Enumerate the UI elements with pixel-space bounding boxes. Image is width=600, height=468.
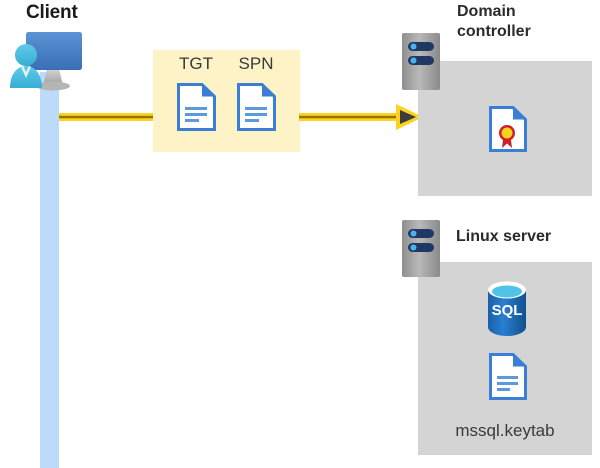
spn-document-icon: [237, 83, 276, 131]
domain-controller-title-line2: controller: [457, 23, 531, 40]
client-label: Client: [26, 2, 78, 23]
spn-label: SPN: [238, 54, 274, 73]
tgt-label: TGT: [179, 54, 213, 73]
arrow-right-icon: [396, 103, 424, 131]
certificate-document-icon: [489, 106, 527, 152]
flow-line-client-segment: [59, 113, 154, 121]
client-lifeline: [40, 72, 59, 468]
user-monitor-icon: [8, 28, 92, 96]
sql-database-icon: SQL: [485, 281, 529, 336]
flow-line-dc-segment: [299, 113, 403, 121]
server-rack-icon: [402, 220, 440, 277]
sql-database-label: SQL: [492, 302, 523, 319]
keytab-filename-label: mssql.keytab: [455, 421, 555, 440]
linux-server-title: Linux server: [456, 228, 552, 245]
domain-controller-title-line1: Domain: [457, 3, 516, 20]
tgt-document-icon: [177, 83, 216, 131]
server-rack-icon: [402, 33, 440, 90]
tgt-spn-panel: TGT SPN: [153, 50, 300, 152]
keytab-document-icon: [489, 353, 527, 400]
domain-controller-title: Domain controller: [457, 2, 597, 42]
